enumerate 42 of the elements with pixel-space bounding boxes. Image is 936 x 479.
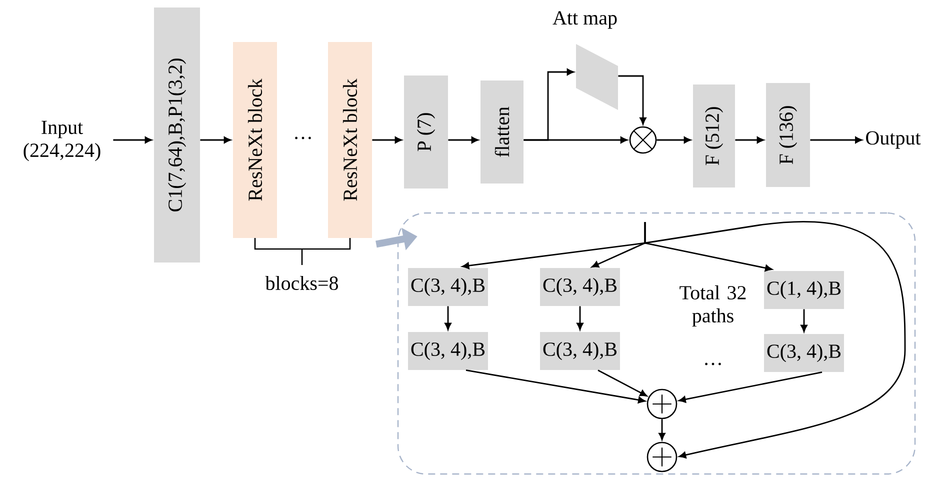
note-text: Total 32 paths	[680, 285, 746, 327]
layer-box: C(1, 4),B	[764, 271, 844, 309]
arrow	[444, 306, 452, 330]
dashed-frame	[397, 212, 916, 475]
input-label: Input (224,224)	[24, 120, 100, 162]
arrow	[598, 370, 648, 396]
arrow	[644, 221, 906, 458]
arrow	[678, 372, 822, 403]
arrow	[735, 136, 764, 144]
ellipsis: …	[295, 136, 311, 140]
arrow	[372, 136, 402, 144]
arrow	[448, 136, 479, 144]
node-label: Att map	[552, 11, 617, 29]
layer-box: C(3, 4),B	[408, 332, 488, 370]
layer-box: C(3, 4),B	[408, 268, 488, 306]
sum-circle	[646, 442, 678, 472]
arrow	[524, 68, 574, 141]
ellipsis: …	[705, 362, 721, 366]
bracket-label: blocks=8	[265, 276, 338, 290]
layer-box: F (512)	[693, 84, 735, 188]
arrow	[576, 306, 584, 330]
output-label: Output	[866, 131, 921, 149]
layer-box: F (136)	[766, 83, 810, 187]
block-box: ResNeXt block	[233, 42, 277, 238]
arrow	[466, 370, 646, 404]
arrow	[113, 136, 152, 144]
sum-circle	[646, 388, 678, 420]
layer-box: C(3, 4),B	[764, 334, 844, 372]
layer-box: flatten	[480, 80, 524, 184]
arrow	[658, 419, 666, 440]
layer-box: C(3, 4),B	[540, 332, 620, 370]
arrow	[800, 309, 808, 332]
layer-box: P (7)	[404, 76, 448, 188]
layer-box: C1(7,64),B,P1(3,2)	[154, 8, 200, 262]
multiply-circle	[629, 126, 657, 154]
arrow	[618, 75, 646, 125]
attention-map: Att map	[552, 11, 618, 110]
block-box: ResNeXt block	[328, 42, 372, 238]
arrow	[810, 136, 862, 144]
layer-box: C(3, 4),B	[540, 268, 620, 306]
arrow	[656, 136, 692, 144]
arrow	[200, 136, 232, 144]
